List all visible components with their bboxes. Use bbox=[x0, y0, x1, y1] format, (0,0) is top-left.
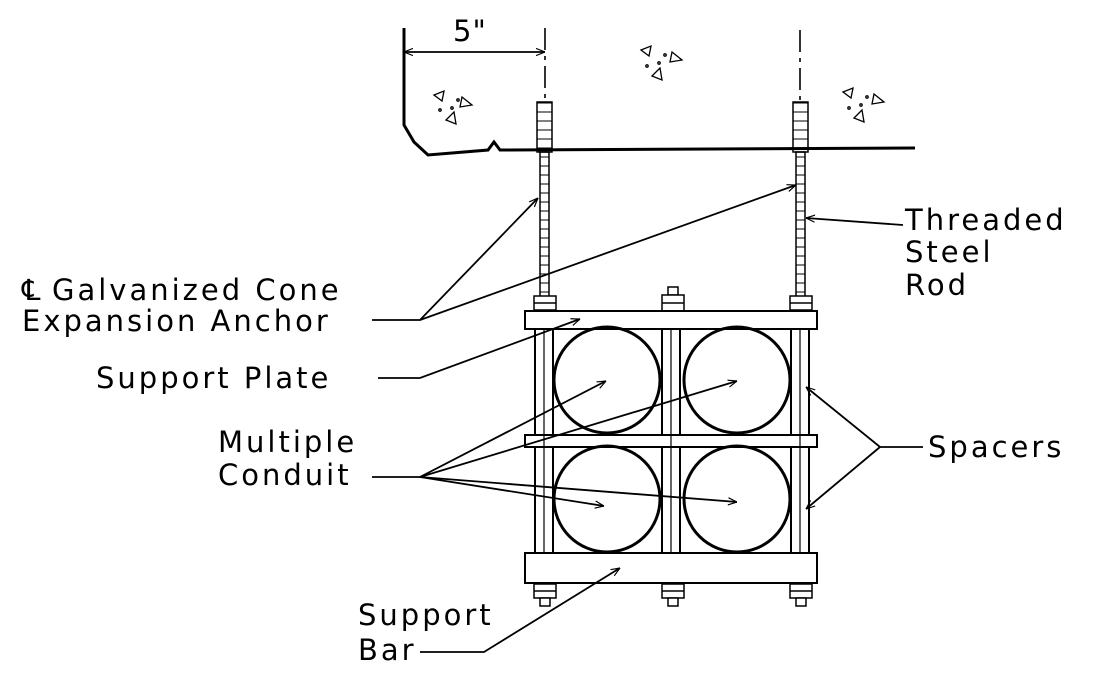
anchor-label-line1: Galvanized Cone bbox=[52, 273, 342, 307]
centerline-symbol: ℄ bbox=[21, 273, 44, 307]
plate-label: Support Plate bbox=[96, 361, 331, 395]
rod-label-line2: Steel bbox=[905, 235, 994, 269]
conduit-label-line1: Multiple bbox=[218, 425, 357, 459]
threaded-rod-right bbox=[789, 101, 813, 311]
aggregate-symbols bbox=[432, 44, 886, 126]
support-bar bbox=[524, 552, 818, 584]
center-top-nut bbox=[661, 286, 685, 312]
bar-label-line2: Bar bbox=[358, 633, 417, 667]
conduit-label-line2: Conduit bbox=[218, 458, 352, 492]
bottom-nuts bbox=[533, 583, 813, 607]
rod-label-line1: Threaded bbox=[904, 203, 1067, 237]
support-plate bbox=[524, 310, 818, 330]
dimension-label: 5" bbox=[453, 14, 487, 48]
anchor-label-line2: Expansion Anchor bbox=[22, 304, 331, 338]
spacers-label: Spacers bbox=[928, 430, 1064, 464]
leader-lines bbox=[372, 185, 923, 653]
bar-label-line1: Support bbox=[358, 598, 494, 632]
threaded-rod-left bbox=[533, 101, 557, 311]
rod-label-line3: Rod bbox=[905, 268, 969, 302]
rod-centerlines bbox=[544, 28, 801, 100]
spacer-rods bbox=[543, 329, 801, 553]
concrete-slab bbox=[402, 28, 916, 157]
